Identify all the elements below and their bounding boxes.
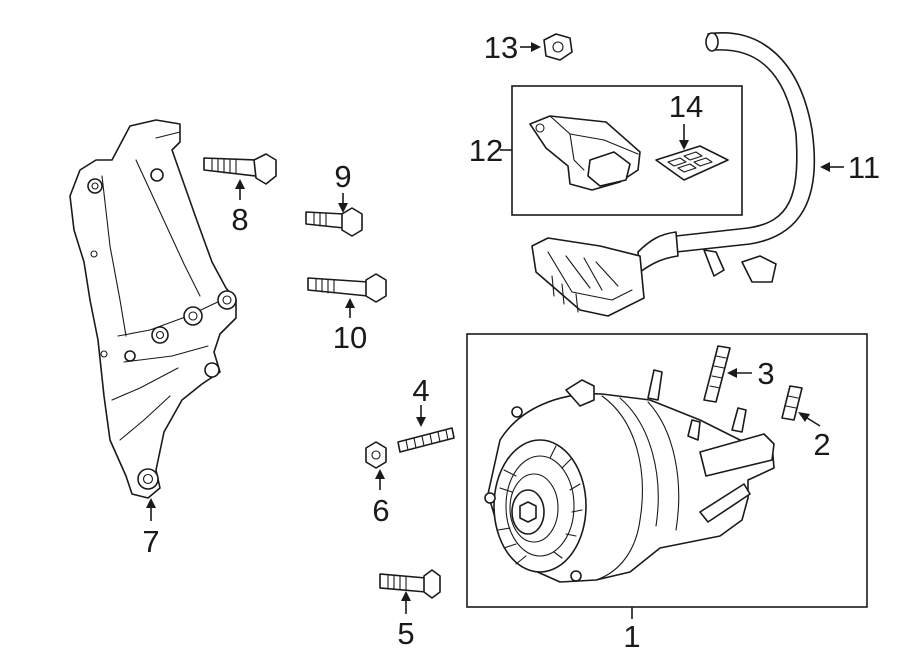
arrow-8 — [235, 179, 245, 189]
arrow-13 — [531, 42, 541, 52]
bolt-9 — [305, 207, 363, 237]
leader-lines — [146, 42, 844, 619]
callout-10: 10 — [333, 320, 367, 355]
callout-5: 5 — [397, 616, 414, 651]
callout-14: 14 — [669, 89, 703, 124]
arrow-3 — [727, 368, 737, 378]
label-14 — [655, 145, 729, 181]
arrow-5 — [401, 591, 411, 601]
stud-3 — [703, 345, 731, 403]
arrow-7 — [146, 498, 156, 508]
alternator — [484, 369, 775, 583]
callout-12: 12 — [469, 133, 503, 168]
stud-2 — [781, 385, 803, 421]
arrow-4 — [416, 417, 426, 427]
callout-6: 6 — [372, 493, 389, 528]
callout-11: 11 — [848, 150, 880, 185]
callout-4: 4 — [412, 373, 429, 408]
callout-7: 7 — [142, 524, 159, 559]
callout-1: 1 — [623, 619, 640, 654]
wiring-harness — [531, 32, 816, 317]
bolt-10 — [307, 273, 387, 303]
bolt-5 — [379, 569, 441, 599]
callout-3: 3 — [757, 356, 774, 391]
arrow-11 — [820, 162, 830, 172]
nut-13 — [543, 33, 573, 61]
alternator-group-box — [466, 333, 868, 608]
arrow-6 — [375, 469, 385, 479]
mounting-bracket — [69, 119, 237, 499]
arrow-9 — [338, 203, 348, 213]
callout-9: 9 — [334, 159, 351, 194]
callout-2: 2 — [813, 427, 830, 462]
callout-13: 13 — [484, 30, 518, 65]
arrow-10 — [345, 298, 355, 308]
arrow-14 — [679, 140, 689, 150]
bolt-8 — [203, 153, 277, 185]
stud-4 — [397, 427, 455, 453]
callout-labels: 1 2 3 4 5 6 7 8 9 10 11 12 13 14 — [142, 30, 880, 654]
arrow-2 — [798, 412, 810, 422]
nut-6 — [365, 441, 387, 469]
callout-8: 8 — [231, 202, 248, 237]
connector-bracket — [529, 115, 641, 191]
